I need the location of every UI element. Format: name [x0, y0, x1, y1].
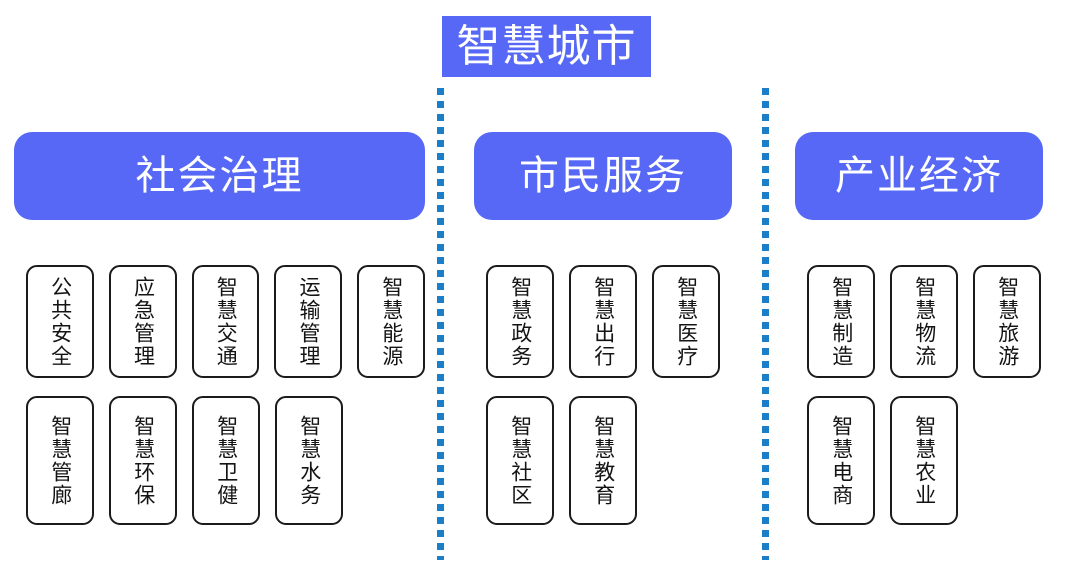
column-social-governance: 社会治理 公共安全 应急管理 智慧交通 运输管理 智慧能源	[14, 132, 425, 525]
leaf-rows-industrial-economy: 智慧制造 智慧物流 智慧旅游 智慧电商 智慧农业	[795, 265, 1043, 525]
leaf-box[interactable]: 智慧出行	[569, 265, 637, 378]
leaf-box[interactable]: 智慧旅游	[973, 265, 1041, 378]
leaf-box[interactable]: 智慧能源	[357, 265, 425, 378]
column-divider-1	[437, 88, 444, 560]
leaf-box[interactable]: 智慧管廊	[26, 396, 94, 525]
section-header-industrial-economy[interactable]: 产业经济	[795, 132, 1043, 220]
leaf-row: 智慧政务 智慧出行 智慧医疗	[486, 265, 732, 378]
column-divider-2	[762, 88, 769, 560]
leaf-box[interactable]: 公共安全	[26, 265, 94, 378]
leaf-row: 智慧电商 智慧农业	[807, 396, 1043, 525]
leaf-label: 智慧环保	[131, 414, 156, 507]
leaf-box[interactable]: 智慧交通	[191, 265, 260, 378]
leaf-label: 公共安全	[48, 275, 73, 368]
leaf-label: 智慧教育	[591, 414, 616, 507]
leaf-box[interactable]: 智慧制造	[807, 265, 875, 378]
leaf-row: 公共安全 应急管理 智慧交通 运输管理 智慧能源	[26, 265, 425, 378]
leaf-box[interactable]: 智慧电商	[807, 396, 875, 525]
leaf-label: 智慧旅游	[995, 275, 1020, 368]
leaf-box[interactable]: 运输管理	[274, 265, 343, 378]
leaf-row: 智慧制造 智慧物流 智慧旅游	[807, 265, 1043, 378]
leaf-label: 应急管理	[131, 275, 156, 368]
leaf-label: 智慧农业	[912, 414, 937, 507]
leaf-box[interactable]: 智慧农业	[890, 396, 958, 525]
leaf-row: 智慧社区 智慧教育	[486, 396, 732, 525]
leaf-label: 智慧电商	[829, 414, 854, 507]
leaf-rows-citizen-services: 智慧政务 智慧出行 智慧医疗 智慧社区 智慧教育	[474, 265, 732, 525]
leaf-label: 智慧能源	[379, 275, 404, 368]
leaf-box[interactable]: 智慧物流	[890, 265, 958, 378]
column-industrial-economy: 产业经济 智慧制造 智慧物流 智慧旅游 智慧电商 智慧农业	[795, 132, 1043, 525]
leaf-box[interactable]: 智慧医疗	[652, 265, 720, 378]
leaf-row: 智慧管廊 智慧环保 智慧卫健 智慧水务	[26, 396, 425, 525]
leaf-label: 智慧管廊	[48, 414, 73, 507]
section-header-social-governance[interactable]: 社会治理	[14, 132, 425, 220]
section-header-citizen-services[interactable]: 市民服务	[474, 132, 732, 220]
leaf-label: 智慧制造	[829, 275, 854, 368]
leaf-label: 智慧物流	[912, 275, 937, 368]
root-title: 智慧城市	[442, 16, 651, 77]
column-citizen-services: 市民服务 智慧政务 智慧出行 智慧医疗 智慧社区 智慧教育	[474, 132, 732, 525]
leaf-box[interactable]: 智慧环保	[109, 396, 177, 525]
leaf-box[interactable]: 智慧卫健	[192, 396, 260, 525]
leaf-label: 智慧卫健	[214, 414, 239, 507]
leaf-box[interactable]: 智慧水务	[275, 396, 343, 525]
leaf-label: 智慧政务	[508, 275, 533, 368]
leaf-rows-social-governance: 公共安全 应急管理 智慧交通 运输管理 智慧能源 智慧管廊	[14, 265, 425, 525]
leaf-box[interactable]: 应急管理	[108, 265, 177, 378]
leaf-box[interactable]: 智慧社区	[486, 396, 554, 525]
leaf-label: 智慧医疗	[674, 275, 699, 368]
leaf-label: 智慧社区	[508, 414, 533, 507]
leaf-box[interactable]: 智慧教育	[569, 396, 637, 525]
leaf-label: 智慧出行	[591, 275, 616, 368]
leaf-box[interactable]: 智慧政务	[486, 265, 554, 378]
leaf-label: 运输管理	[297, 275, 322, 368]
leaf-label: 智慧交通	[214, 275, 239, 368]
leaf-label: 智慧水务	[297, 414, 322, 507]
